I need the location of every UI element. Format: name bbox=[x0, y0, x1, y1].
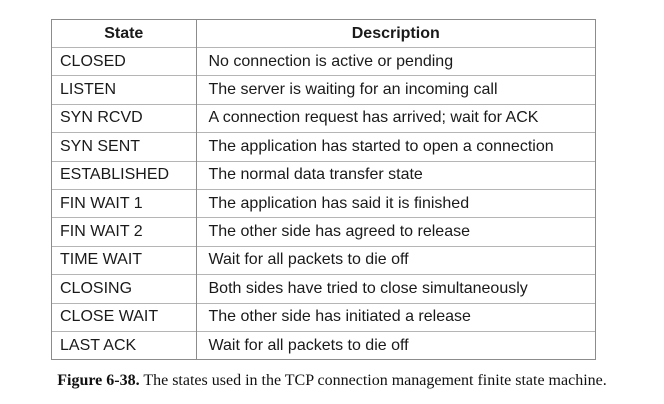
state-cell: SYN RCVD bbox=[52, 103, 196, 133]
table-row: ESTABLISHED The normal data transfer sta… bbox=[52, 160, 595, 190]
table-row: TIME WAIT Wait for all packets to die of… bbox=[52, 245, 595, 275]
figure-label: Figure 6-38. bbox=[57, 372, 140, 389]
table-row: FIN WAIT 2 The other side has agreed to … bbox=[52, 217, 595, 247]
state-cell: CLOSE WAIT bbox=[52, 302, 196, 332]
description-cell: A connection request has arrived; wait f… bbox=[195, 103, 595, 133]
states-table-container: State Description CLOSED No connection i… bbox=[51, 19, 596, 361]
state-cell: LISTEN bbox=[52, 75, 196, 105]
figure-caption: Figure 6-38. The states used in the TCP … bbox=[0, 372, 664, 390]
description-cell: The application has started to open a co… bbox=[195, 132, 595, 162]
state-cell: CLOSED bbox=[52, 46, 196, 76]
header-state: State bbox=[104, 24, 144, 42]
table-row: FIN WAIT 1 The application has said it i… bbox=[52, 188, 595, 218]
description-cell: The other side has initiated a release bbox=[195, 302, 595, 332]
table-row: SYN RCVD A connection request has arrive… bbox=[52, 103, 595, 133]
description-cell: Wait for all packets to die off bbox=[195, 330, 595, 360]
description-cell: The other side has agreed to release bbox=[195, 217, 595, 247]
description-cell: Wait for all packets to die off bbox=[195, 245, 595, 275]
state-cell: TIME WAIT bbox=[52, 245, 196, 275]
description-cell: The normal data transfer state bbox=[195, 160, 595, 190]
state-cell: SYN SENT bbox=[52, 132, 196, 162]
table-row: LISTEN The server is waiting for an inco… bbox=[52, 75, 595, 105]
description-cell: No connection is active or pending bbox=[195, 46, 595, 76]
table-body: CLOSED No connection is active or pendin… bbox=[52, 46, 595, 360]
table-row: CLOSED No connection is active or pendin… bbox=[52, 46, 595, 76]
description-cell: Both sides have tried to close simultane… bbox=[195, 274, 595, 304]
header-description: Description bbox=[195, 20, 595, 48]
table-row: LAST ACK Wait for all packets to die off bbox=[52, 330, 595, 360]
description-cell: The application has said it is finished bbox=[195, 188, 595, 218]
table-header-row: State Description bbox=[52, 20, 595, 48]
table-row: CLOSE WAIT The other side has initiated … bbox=[52, 302, 595, 332]
caption-text: The states used in the TCP connection ma… bbox=[143, 372, 607, 389]
state-cell: CLOSING bbox=[52, 274, 196, 304]
table-row: CLOSING Both sides have tried to close s… bbox=[52, 274, 595, 304]
description-cell: The server is waiting for an incoming ca… bbox=[195, 75, 595, 105]
state-cell: LAST ACK bbox=[52, 330, 196, 360]
state-cell: ESTABLISHED bbox=[52, 160, 196, 190]
table-row: SYN SENT The application has started to … bbox=[52, 132, 595, 162]
state-cell: FIN WAIT 2 bbox=[52, 217, 196, 247]
state-cell: FIN WAIT 1 bbox=[52, 188, 196, 218]
tcp-states-table: State Description CLOSED No connection i… bbox=[52, 20, 595, 360]
